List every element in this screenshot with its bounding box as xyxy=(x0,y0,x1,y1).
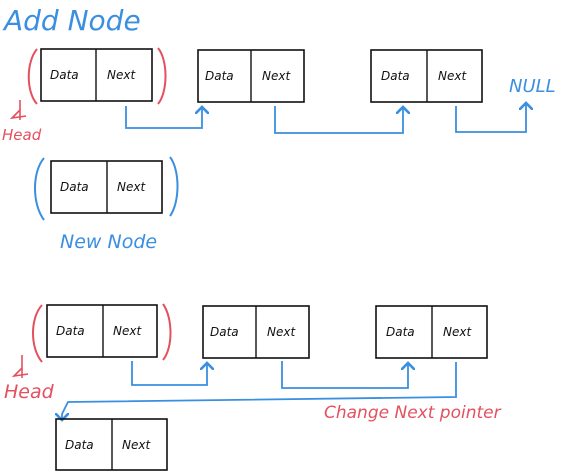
new-node-next: Next xyxy=(117,180,146,194)
arrow-to-new-node xyxy=(62,362,457,420)
bottom-head-bracket-right xyxy=(162,303,172,361)
head-label-top: Head xyxy=(2,126,42,144)
node-1: Data Next xyxy=(40,48,153,102)
arrow-node3-to-null xyxy=(455,103,526,133)
change-next-label: Change Next pointer xyxy=(324,403,502,423)
node-3: Data Next xyxy=(370,49,483,103)
new-node-bracket-right xyxy=(169,156,179,217)
node-2-next: Next xyxy=(262,69,291,83)
head-bracket-left xyxy=(27,48,38,105)
node-2: Data Next xyxy=(197,49,305,103)
node-1-data: Data xyxy=(50,68,79,82)
bottom-head-bracket-left xyxy=(32,304,43,363)
arrow-node2-to-node3 xyxy=(274,106,403,134)
bottom-new-node: Data Next xyxy=(55,418,168,471)
node-3-next: Next xyxy=(438,69,467,83)
new-node: Data Next xyxy=(50,160,163,214)
null-label: NULL xyxy=(509,76,556,97)
bottom-node-3-data: Data xyxy=(386,325,415,339)
diagram-title: Add Node xyxy=(2,4,141,37)
new-node-data: Data xyxy=(60,180,89,194)
bottom-arrow-node1-to-node2 xyxy=(131,361,207,386)
head-pointer-arrowhead xyxy=(9,109,27,120)
bottom-new-node-data: Data xyxy=(65,438,94,452)
head-label-bottom: Head xyxy=(4,381,55,403)
bottom-node-1-next: Next xyxy=(113,324,142,338)
arrow-node1-to-node2 xyxy=(125,106,202,129)
bottom-node-2-next: Next xyxy=(267,325,296,339)
node-2-data: Data xyxy=(205,69,234,83)
bottom-node-2: Data Next xyxy=(202,305,310,359)
bottom-node-2-data: Data xyxy=(210,325,239,339)
bottom-head-pointer-arrowhead xyxy=(11,367,29,378)
bottom-new-node-next: Next xyxy=(122,438,151,452)
new-node-bracket-left xyxy=(34,157,45,221)
new-node-label: New Node xyxy=(60,231,157,253)
node-3-data: Data xyxy=(381,69,410,83)
node-1-next: Next xyxy=(107,68,136,82)
bottom-arrow-node2-to-node3 xyxy=(281,361,408,389)
bottom-node-3-next: Next xyxy=(443,325,472,339)
bottom-node-1-data: Data xyxy=(56,324,85,338)
head-bracket-right xyxy=(157,47,167,105)
bottom-node-3: Data Next xyxy=(375,305,488,359)
bottom-node-1: Data Next xyxy=(46,304,158,358)
